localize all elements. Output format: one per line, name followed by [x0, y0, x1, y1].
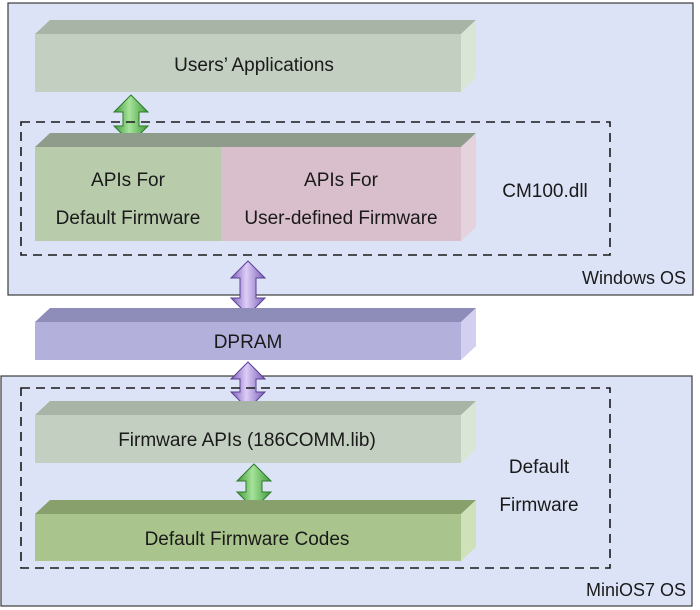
firmware-apis-label: Firmware APIs (186COMM.lib) [118, 430, 376, 451]
windows-os-label: Windows OS [582, 268, 686, 288]
users-applications-box: Users’ Applications [35, 20, 476, 92]
default-firmware-codes-box: Default Firmware Codes [35, 500, 476, 561]
cm100-label: CM100.dll [502, 181, 588, 202]
users-applications-label: Users’ Applications [174, 55, 334, 76]
firmware-apis-box: Firmware APIs (186COMM.lib) [35, 401, 476, 463]
apis-user-line2: User-defined Firmware [244, 208, 437, 229]
apis-default-line2: Default Firmware [56, 208, 201, 229]
apis-user-defined-firmware-box: APIs For User-defined Firmware [221, 147, 461, 241]
apis-default-line1: APIs For [91, 170, 166, 191]
dpram-box: DPRAM [35, 308, 476, 360]
default-firmware-line2: Firmware [499, 495, 578, 516]
default-firmware-group [20, 387, 611, 569]
minios7-os-label: MiniOS7 OS [586, 580, 686, 600]
dpram-label: DPRAM [214, 332, 283, 353]
apis-boxes: APIs For Default Firmware APIs For User-… [35, 133, 476, 241]
apis-default-firmware-box: APIs For Default Firmware [35, 147, 221, 241]
apis-user-line1: APIs For [304, 170, 379, 191]
default-firmware-codes-label: Default Firmware Codes [145, 529, 350, 550]
default-firmware-line1: Default [509, 457, 570, 478]
